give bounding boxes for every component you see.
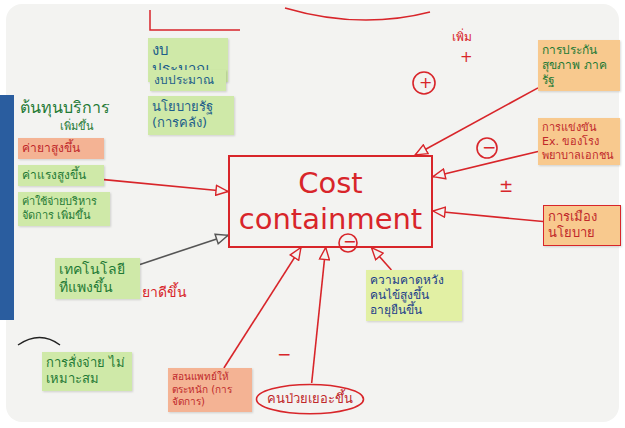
arrow-connector bbox=[312, 248, 326, 384]
note-text: คนป่วยเยอะขึ้น bbox=[261, 391, 359, 407]
note-text: ค่ายาสูงขึ้น bbox=[22, 141, 100, 156]
note-text: เพิ่ม bbox=[450, 30, 474, 44]
arrow-connector bbox=[140, 235, 228, 264]
note-text: การแข่งขัน bbox=[542, 121, 616, 135]
ink-curve bbox=[18, 338, 60, 346]
center-box: Cost containment bbox=[228, 155, 433, 248]
sticky-note: ความคาดหวัง คนไข้สูงขึ้นอายุยืนขึ้น bbox=[366, 270, 462, 321]
arrow-connector bbox=[224, 248, 301, 369]
note-text: เทคโนโลยี ที่แพงขึ้น bbox=[59, 261, 136, 296]
note-text: Ex. ของโรงพยาบาลเอกชน bbox=[542, 135, 616, 163]
sign-circle bbox=[413, 72, 435, 94]
sticky-note: สอนแพทย์ให้ตระหนัก (การจัดการ) bbox=[168, 368, 252, 412]
ink-curve bbox=[285, 8, 430, 20]
sticky-note: นโยบายรัฐ (การคลัง) bbox=[148, 96, 234, 135]
sign-mark: − bbox=[341, 232, 358, 251]
note-text: นโยบายรัฐ (การคลัง) bbox=[152, 99, 230, 132]
circled-note: คนป่วยเยอะขึ้น bbox=[255, 383, 365, 415]
arrow-connector bbox=[415, 88, 538, 155]
arrow-connector bbox=[104, 180, 228, 192]
sticky-note: การแข่งขันEx. ของโรงพยาบาลเอกชน bbox=[538, 118, 620, 165]
arrow-connector bbox=[371, 248, 391, 271]
ink-line bbox=[150, 10, 240, 30]
sign-mark: ± bbox=[497, 176, 515, 196]
note-text: การสั่งจ่าย ไม่เหมาะสม bbox=[46, 355, 128, 388]
note-text: ความคาดหวัง คนไข้สูงขึ้น bbox=[370, 273, 458, 303]
sign-mark: + bbox=[417, 73, 434, 92]
note-text: อายุยืนขึ้น bbox=[370, 303, 458, 318]
note-text: ค่าใช้จ่ายบริหารจัดการ เพิ่มขึ้น bbox=[22, 195, 106, 223]
sign-mark: + bbox=[458, 48, 475, 66]
sticky-note: การสั่งจ่าย ไม่เหมาะสม bbox=[42, 352, 132, 391]
board bbox=[6, 4, 619, 422]
sticky-note: ค่าใช้จ่ายบริหารจัดการ เพิ่มขึ้น bbox=[18, 192, 110, 226]
sign-mark: − bbox=[480, 137, 498, 157]
note-text: สอนแพทย์ให้ตระหนัก (การจัดการ) bbox=[172, 371, 248, 409]
note-text: ค่าแรงสูงขึ้น bbox=[22, 168, 100, 183]
note-text: ยาดีขึ้น bbox=[140, 284, 189, 301]
note-text: เพิ่มขึ้น bbox=[58, 120, 96, 133]
sticky-note: งบประมาณ bbox=[150, 70, 226, 91]
note-text: Cost containment bbox=[236, 165, 425, 238]
arrow-connector bbox=[433, 211, 543, 221]
sticky-note: เทคโนโลยี ที่แพงขึ้น bbox=[55, 258, 140, 299]
sticky-note: ค่ายาสูงขึ้น bbox=[18, 138, 104, 159]
sticky-note: การประกันสุขภาพ ภาครัฐ bbox=[538, 40, 620, 91]
sign-mark: − bbox=[275, 344, 293, 364]
note-text: การประกันสุขภาพ ภาครัฐ bbox=[542, 43, 616, 88]
side-bar bbox=[0, 95, 14, 320]
sticky-note: การเมือง นโยบาย bbox=[543, 205, 621, 246]
note-text: งบประมาณ bbox=[154, 73, 222, 88]
heading-text: ต้นทุนบริการ bbox=[18, 98, 112, 117]
sticky-note: ค่าแรงสูงขึ้น bbox=[18, 165, 104, 186]
note-text: การเมือง นโยบาย bbox=[548, 209, 616, 242]
